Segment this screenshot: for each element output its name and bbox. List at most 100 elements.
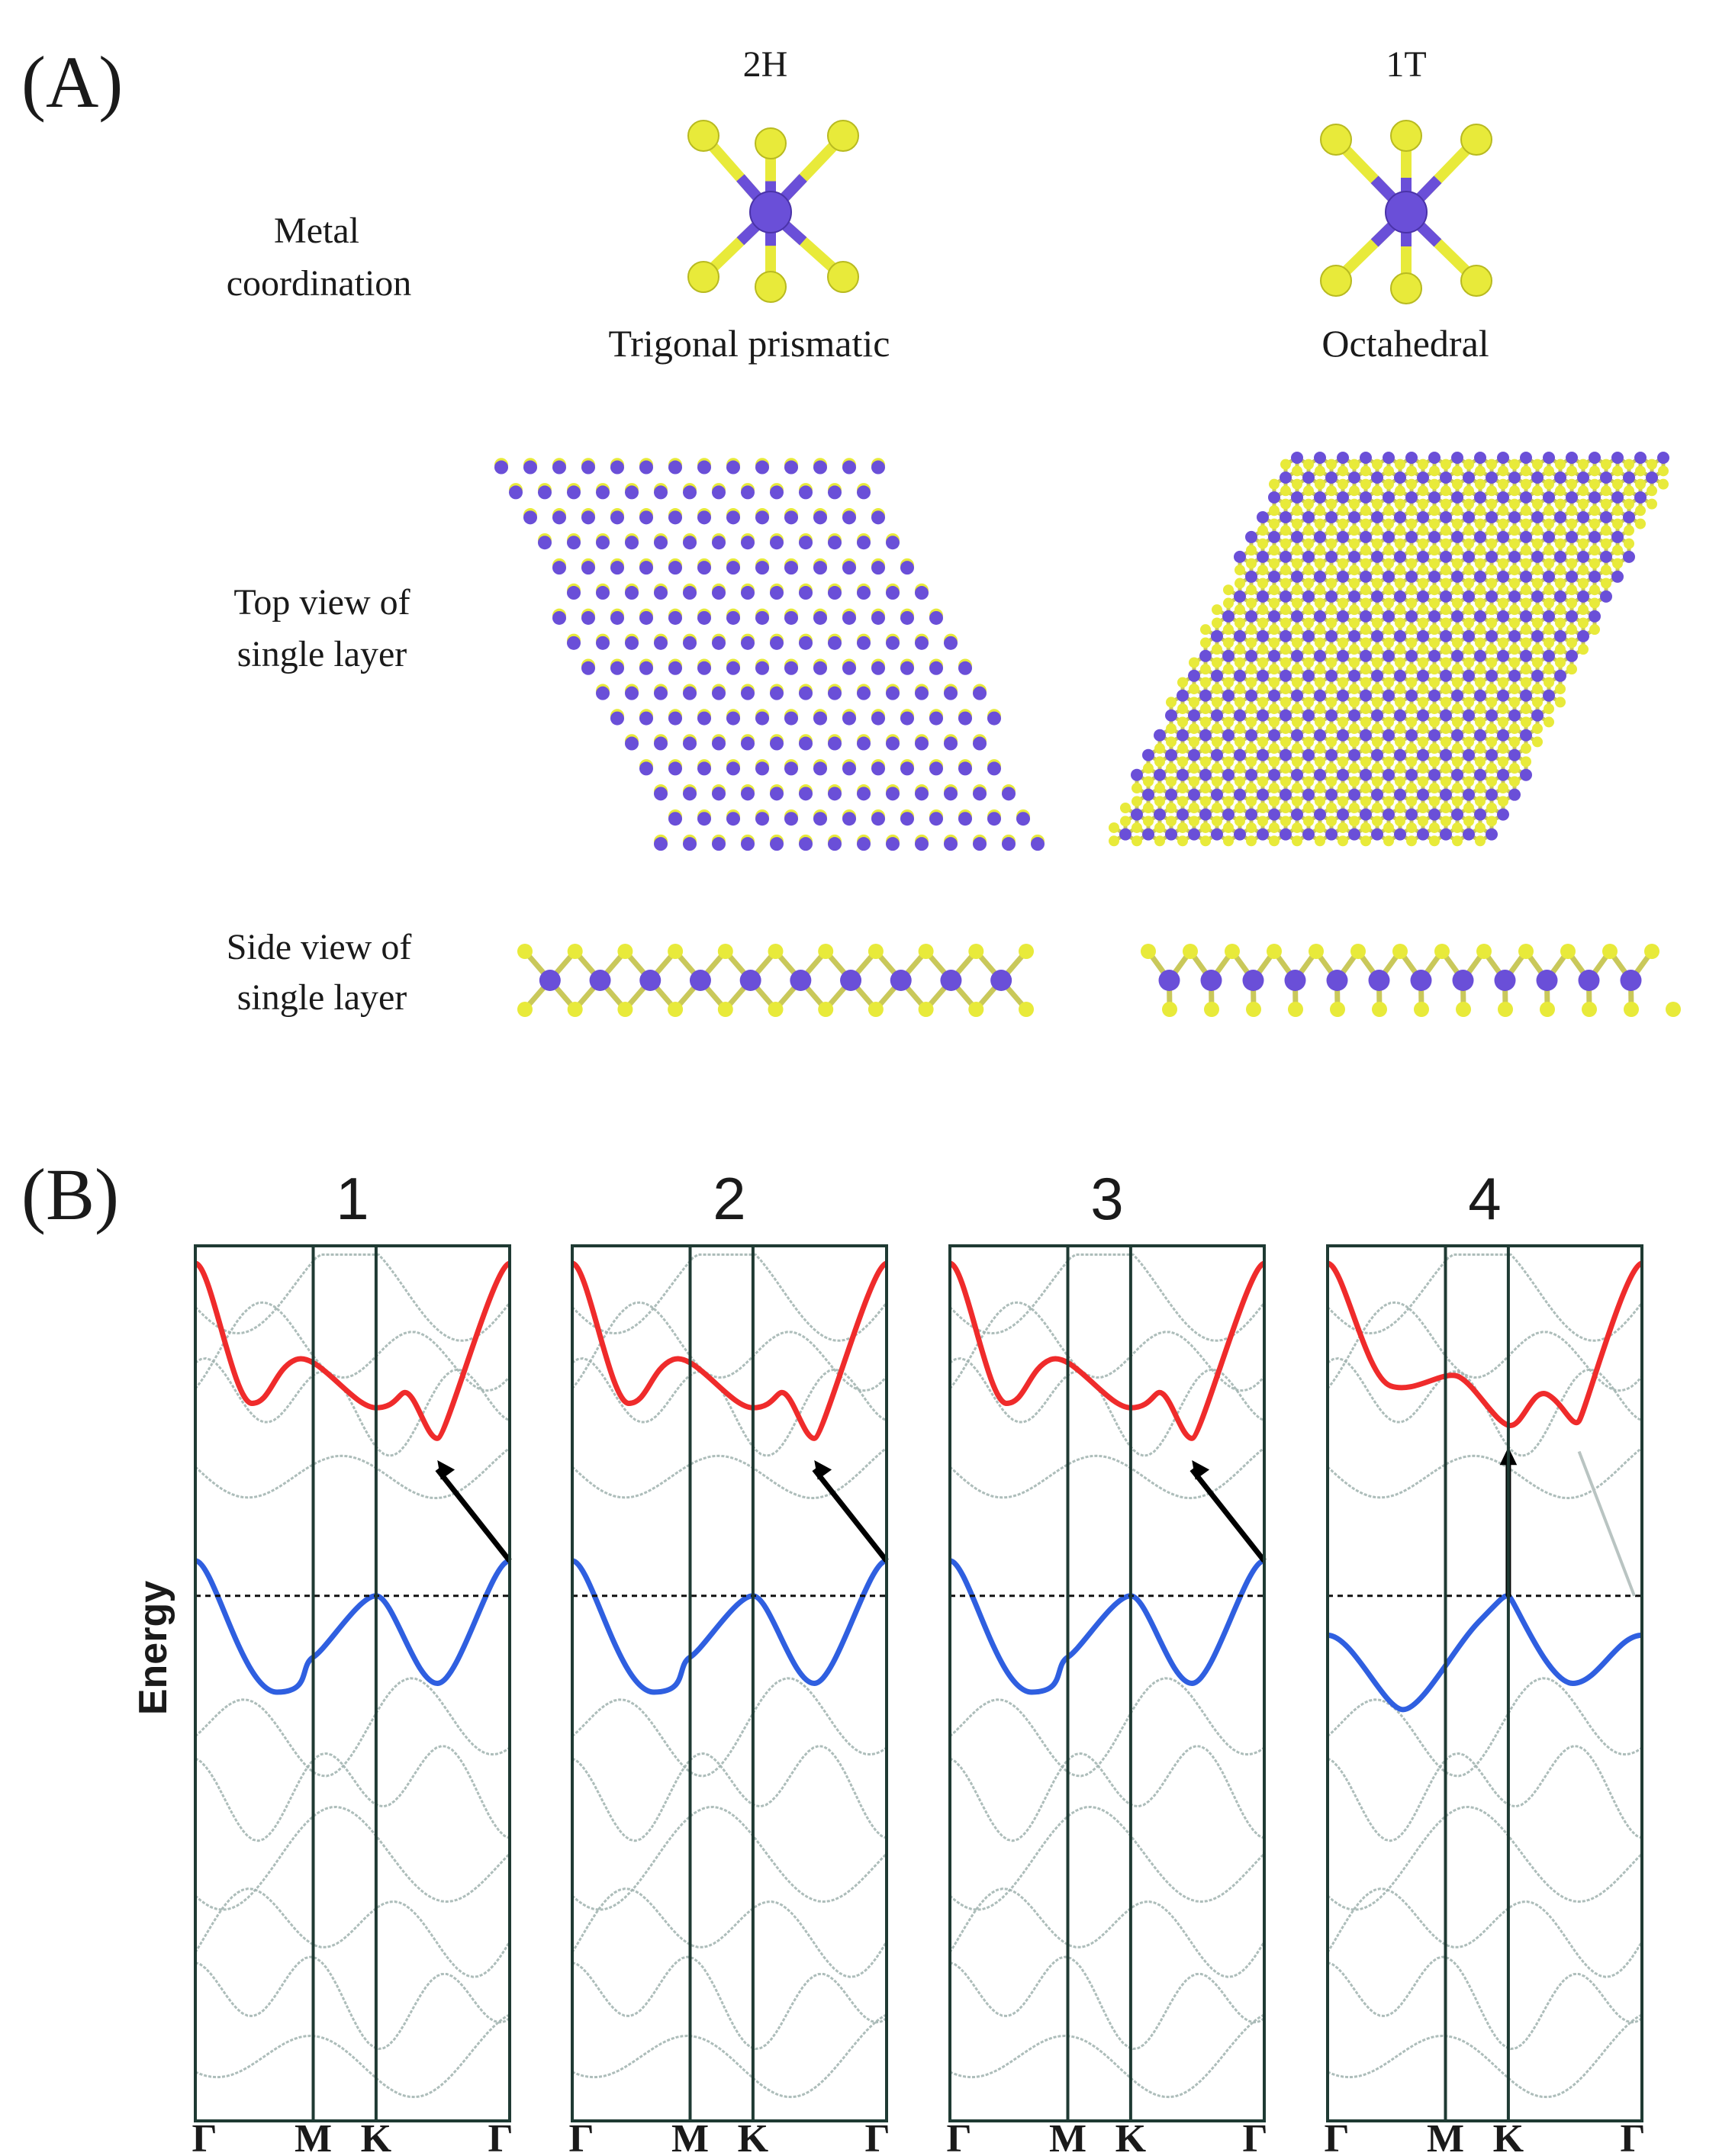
chalcogen-atom xyxy=(1338,664,1348,675)
background-band xyxy=(571,1955,887,2051)
metal-atom xyxy=(1234,748,1246,761)
background-band xyxy=(948,1253,1266,1342)
transition-arrow xyxy=(435,1467,512,1563)
chalcogen-atom xyxy=(1246,703,1257,715)
background-band xyxy=(195,1955,510,2051)
chalcogen-atom xyxy=(1360,835,1371,847)
metal-atom xyxy=(639,970,662,991)
chalcogen-atom xyxy=(1349,816,1360,827)
chalcogen-atom xyxy=(1372,816,1383,827)
chalcogen-atom xyxy=(1509,538,1520,549)
metal-atom xyxy=(552,610,566,625)
metal-atom xyxy=(1405,610,1418,623)
chalcogen-atom xyxy=(1326,723,1337,735)
chalcogen-atom xyxy=(1189,657,1199,668)
metal-atom xyxy=(929,812,943,826)
metal-atom xyxy=(1383,452,1395,464)
chalcogen-atom xyxy=(1612,505,1623,516)
chalcogen-atom xyxy=(1292,624,1302,636)
chalcogen-atom xyxy=(1212,644,1222,655)
valence-band xyxy=(194,1558,511,1695)
metal-atom xyxy=(1497,768,1509,781)
chalcogen-atom xyxy=(1441,723,1451,735)
kpoint-label: K xyxy=(361,2117,392,2156)
chalcogen-atom xyxy=(1566,505,1577,516)
metal-atom xyxy=(1463,550,1475,563)
metal-atom xyxy=(842,561,856,575)
metal-atom xyxy=(1646,471,1658,484)
chalcogen-atom xyxy=(1589,558,1600,569)
chalcogen-atom xyxy=(1383,822,1394,833)
chalcogen-atom xyxy=(1292,584,1302,596)
chalcogen-atom xyxy=(1406,743,1417,755)
chalcogen-atom xyxy=(1338,465,1348,477)
chalcogen-atom xyxy=(1292,703,1302,715)
chalcogen-atom xyxy=(1246,743,1257,755)
row-label-side-view-1: Side view of xyxy=(227,927,412,967)
metal-atom xyxy=(1142,788,1154,801)
metal-atom xyxy=(871,812,885,826)
chalcogen-atom xyxy=(1326,617,1337,629)
metal-atom xyxy=(900,711,914,726)
metal-atom xyxy=(1383,530,1395,543)
metal-atom xyxy=(1177,689,1189,702)
metal-atom xyxy=(1302,788,1315,801)
metal-atom xyxy=(1405,768,1418,781)
chalcogen-atom xyxy=(968,1002,984,1017)
metal-atom xyxy=(915,586,929,600)
metal-atom xyxy=(1360,610,1372,623)
chalcogen-atom xyxy=(1463,723,1474,735)
chalcogen-atom xyxy=(1246,558,1257,569)
chalcogen-atom xyxy=(1200,835,1211,847)
metal-atom xyxy=(1291,768,1303,781)
chalcogen-atom xyxy=(1303,697,1314,708)
chalcogen-atom xyxy=(1292,505,1302,516)
chalcogen-atom xyxy=(1372,617,1383,629)
chalcogen-atom xyxy=(1154,783,1165,794)
background-band xyxy=(571,1745,887,1842)
chalcogen-atom xyxy=(1360,716,1371,728)
chalcogen-atom xyxy=(1418,578,1428,589)
kpoint-label: K xyxy=(1115,2117,1147,2156)
metal-atom xyxy=(1325,590,1338,603)
chalcogen-atom xyxy=(1475,664,1486,675)
metal-atom xyxy=(1031,837,1045,851)
chalcogen-atom xyxy=(1441,736,1451,748)
metal-atom xyxy=(973,686,987,700)
chalcogen-atom xyxy=(1235,578,1245,589)
metal-atom xyxy=(1463,669,1475,682)
chalcogen-atom xyxy=(1212,776,1222,787)
chalcogen-atom xyxy=(1429,756,1440,767)
metal-atom xyxy=(1280,471,1292,484)
metal-atom xyxy=(1566,570,1578,583)
chalcogen-atom xyxy=(1498,597,1508,609)
metal-atom xyxy=(1394,510,1406,523)
chalcogen-atom xyxy=(1349,657,1360,668)
chalcogen-atom xyxy=(1624,459,1634,470)
chalcogen-atom xyxy=(1280,684,1291,695)
metal-atom xyxy=(1360,689,1372,702)
metal-atom xyxy=(749,191,792,233)
chalcogen-atom xyxy=(1624,1002,1639,1017)
metal-atom xyxy=(1554,550,1566,563)
chalcogen-atom xyxy=(1315,664,1325,675)
chalcogen-atom xyxy=(1475,822,1486,833)
chalcogen-atom xyxy=(1246,597,1257,609)
metal-atom xyxy=(1360,452,1372,464)
band-frame xyxy=(571,1244,888,2122)
metal-atom xyxy=(813,561,827,575)
chalcogen-atom xyxy=(1235,617,1245,629)
metal-atom xyxy=(697,510,711,525)
metal-atom xyxy=(712,736,726,751)
chalcogen-atom xyxy=(1475,743,1486,755)
metal-atom xyxy=(1245,729,1257,742)
chalcogen-atom xyxy=(1555,697,1566,708)
chalcogen-atom xyxy=(1418,684,1428,695)
chalcogen-atom xyxy=(1212,657,1222,668)
metal-atom xyxy=(1337,689,1349,702)
chalcogen-atom xyxy=(1476,944,1492,959)
chalcogen-atom xyxy=(1486,485,1497,497)
chalcogen-atom xyxy=(1154,822,1165,833)
